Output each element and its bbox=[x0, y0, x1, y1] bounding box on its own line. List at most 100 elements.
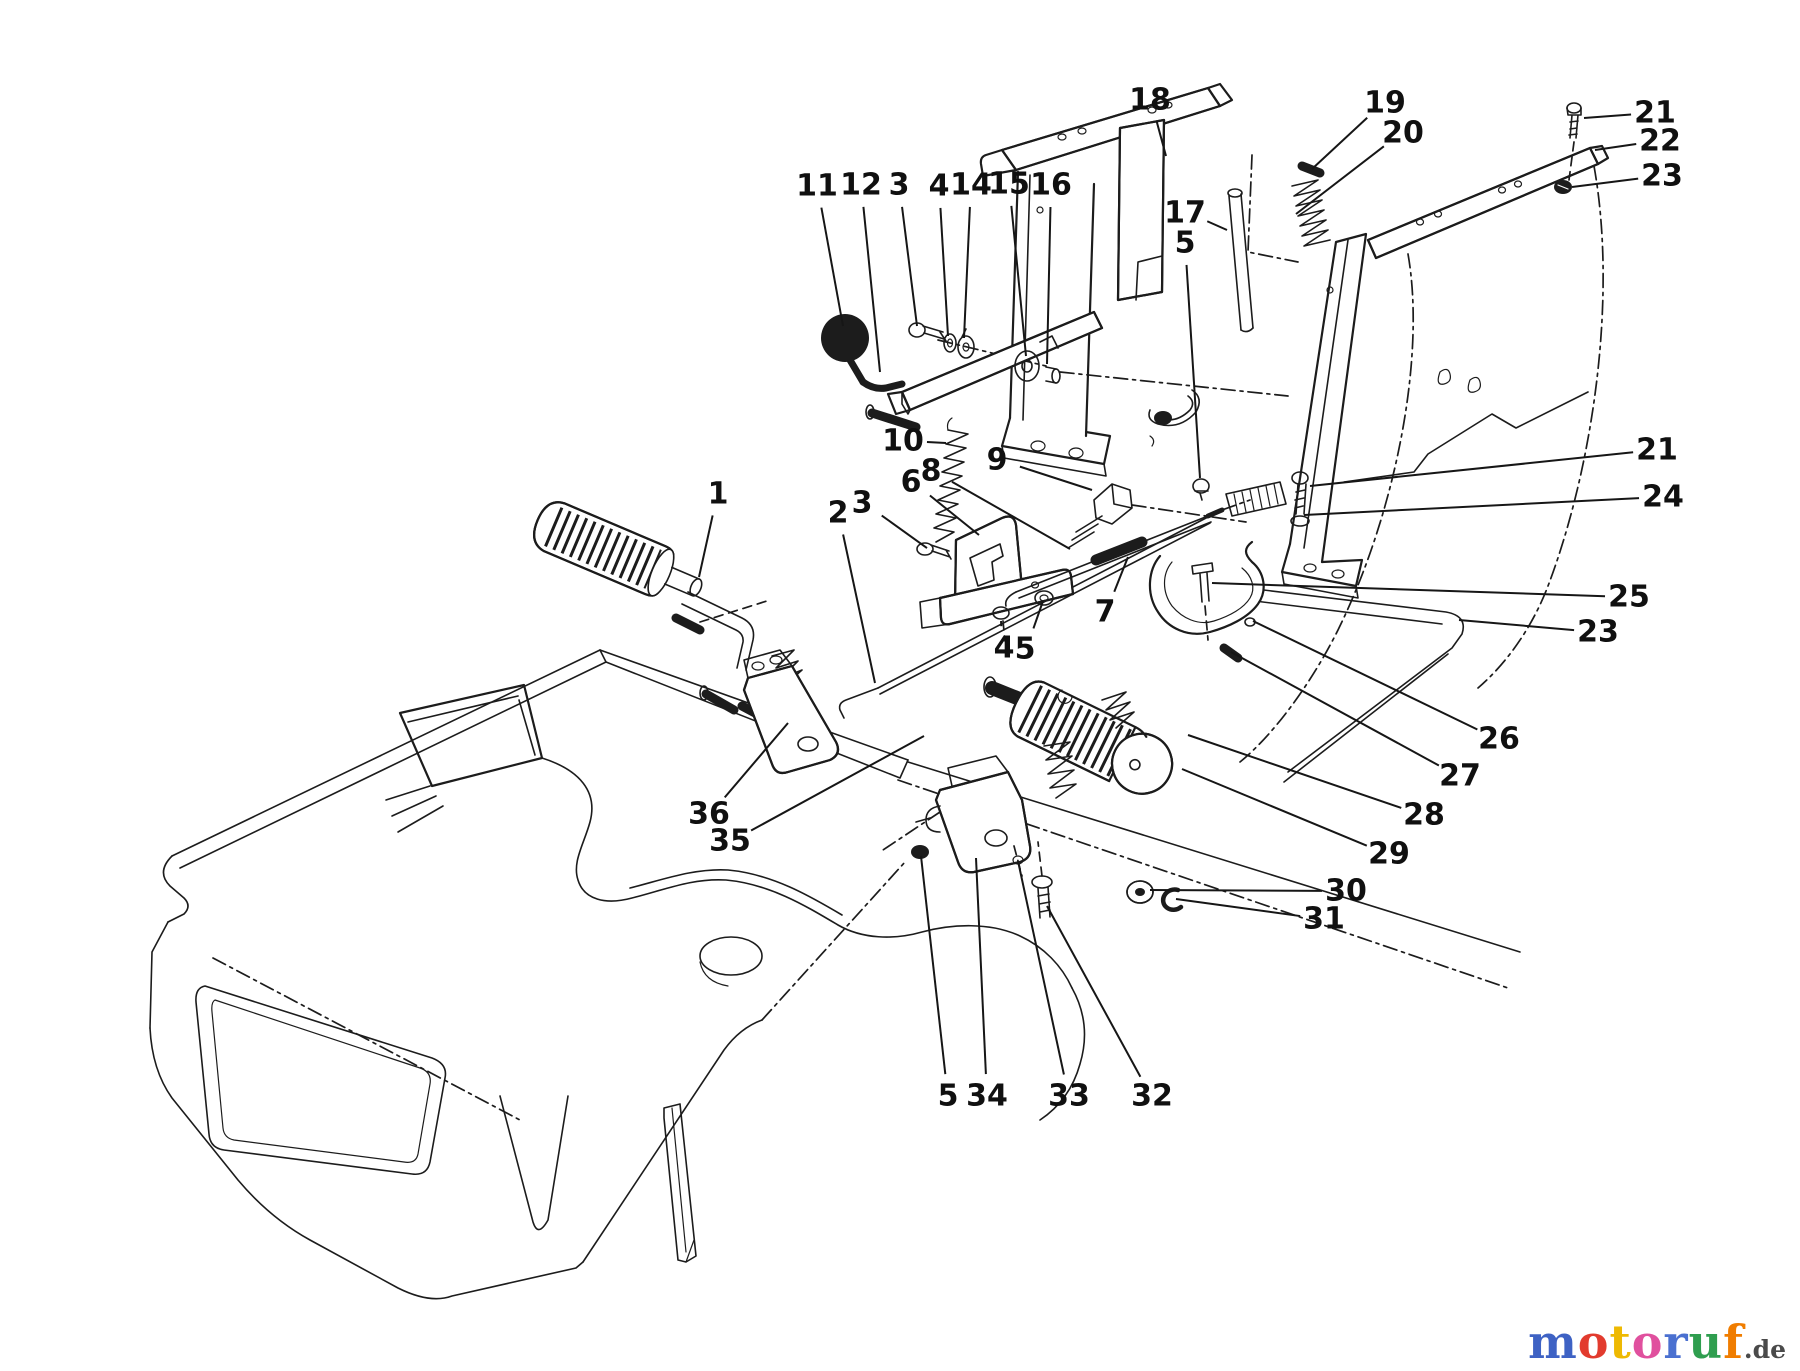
part-number-25: 25 bbox=[1608, 580, 1650, 615]
part-number-15: 15 bbox=[988, 167, 1030, 202]
logo-letter: f bbox=[1723, 1315, 1744, 1369]
leader-line-7 bbox=[1113, 556, 1129, 593]
leader-line-16 bbox=[1046, 206, 1052, 365]
leader-line-27 bbox=[1230, 651, 1440, 767]
leader-line-34 bbox=[975, 857, 987, 1075]
part-number-7: 7 bbox=[1095, 595, 1116, 630]
leader-line-9 bbox=[1019, 465, 1093, 491]
part-number-5: 5 bbox=[1015, 632, 1036, 667]
part-number-21: 21 bbox=[1636, 433, 1678, 468]
part-number-11: 11 bbox=[796, 169, 838, 204]
logo-letter: m bbox=[1528, 1315, 1578, 1369]
leader-line-2 bbox=[842, 534, 876, 684]
leader-line-5 bbox=[920, 855, 947, 1075]
part-number-2: 2 bbox=[828, 496, 849, 531]
leader-line-36 bbox=[723, 722, 789, 799]
part-number-16: 16 bbox=[1030, 168, 1072, 203]
leader-line-5 bbox=[1185, 264, 1201, 479]
part-number-35: 35 bbox=[709, 824, 751, 859]
part-number-6: 6 bbox=[901, 465, 922, 500]
leader-line-5 bbox=[1032, 600, 1044, 629]
part-number-31: 31 bbox=[1303, 902, 1345, 937]
leader-line-3 bbox=[881, 514, 928, 549]
part-number-10: 10 bbox=[882, 424, 924, 459]
leader-line-30 bbox=[1149, 889, 1323, 892]
leader-line-22 bbox=[1594, 143, 1637, 151]
leader-line-28 bbox=[1187, 734, 1402, 809]
part-number-22: 22 bbox=[1639, 124, 1681, 159]
leader-line-31 bbox=[1175, 898, 1301, 918]
part-number-14: 14 bbox=[950, 168, 992, 203]
part-number-5: 5 bbox=[1175, 226, 1196, 261]
leader-line-32 bbox=[1046, 905, 1142, 1078]
leader-line-25 bbox=[1211, 582, 1606, 598]
part-number-33: 33 bbox=[1048, 1079, 1090, 1114]
part-number-8: 8 bbox=[921, 454, 942, 489]
part-number-26: 26 bbox=[1478, 722, 1520, 757]
leader-line-17 bbox=[1206, 220, 1228, 231]
part-number-28: 28 bbox=[1403, 798, 1445, 833]
leader-line-4 bbox=[939, 207, 949, 337]
part-number-4: 4 bbox=[994, 631, 1015, 666]
part-number-21: 21 bbox=[1634, 96, 1676, 131]
leader-line-21 bbox=[1309, 451, 1634, 487]
control-linkage bbox=[699, 389, 1287, 719]
leader-line-18 bbox=[1155, 120, 1167, 157]
leader-line-3 bbox=[901, 206, 918, 327]
leader-line-24 bbox=[1303, 497, 1640, 516]
shift-lever-assembly bbox=[821, 310, 1289, 543]
logo-letter: u bbox=[1688, 1315, 1724, 1369]
leader-line-14 bbox=[963, 206, 971, 339]
part-number-27: 27 bbox=[1439, 759, 1481, 794]
diagram-artwork bbox=[149, 82, 1610, 1300]
part-number-23: 23 bbox=[1577, 615, 1619, 650]
part-number-23: 23 bbox=[1641, 159, 1683, 194]
leader-line-23 bbox=[1458, 619, 1575, 632]
logo-letter: o bbox=[1631, 1315, 1664, 1369]
leader-line-33 bbox=[1017, 860, 1065, 1075]
leader-line-8 bbox=[951, 480, 1071, 550]
pedal-assembly bbox=[532, 501, 840, 775]
motoruf-logo[interactable]: motoruf.de bbox=[1528, 1319, 1786, 1365]
leader-line-35 bbox=[750, 735, 925, 832]
leader-line-26 bbox=[1252, 620, 1478, 731]
leader-line-11 bbox=[820, 207, 844, 327]
leader-line-21 bbox=[1583, 113, 1632, 119]
logo-letter: o bbox=[1577, 1315, 1610, 1369]
part-number-3: 3 bbox=[889, 168, 910, 203]
logo-letter: t bbox=[1609, 1315, 1632, 1369]
leader-line-29 bbox=[1181, 768, 1368, 847]
part-number-32: 32 bbox=[1131, 1079, 1173, 1114]
part-number-18: 18 bbox=[1129, 83, 1171, 118]
part-number-19: 19 bbox=[1364, 86, 1406, 121]
part-number-29: 29 bbox=[1368, 837, 1410, 872]
leader-line-23 bbox=[1571, 177, 1639, 188]
part-number-3: 3 bbox=[852, 486, 873, 521]
leader-line-12 bbox=[862, 206, 881, 373]
part-number-36: 36 bbox=[688, 797, 730, 832]
leader-line-10 bbox=[926, 441, 947, 444]
part-number-12: 12 bbox=[840, 168, 882, 203]
leader-line-6 bbox=[929, 494, 980, 536]
part-number-9: 9 bbox=[987, 443, 1008, 478]
part-number-1: 1 bbox=[708, 477, 729, 512]
logo-suffix: .de bbox=[1743, 1335, 1786, 1364]
hidden-fender-outline bbox=[1239, 165, 1604, 763]
part-number-30: 30 bbox=[1325, 874, 1367, 909]
logo-letter: r bbox=[1663, 1315, 1689, 1369]
part-number-17: 17 bbox=[1164, 196, 1206, 231]
leader-line-20 bbox=[1295, 145, 1385, 215]
part-number-34: 34 bbox=[966, 1079, 1008, 1114]
part-number-4: 4 bbox=[929, 169, 950, 204]
shift-knob bbox=[821, 314, 869, 362]
leader-line-15 bbox=[1010, 205, 1027, 357]
part-number-20: 20 bbox=[1382, 116, 1424, 151]
footrest-assembly bbox=[911, 676, 1184, 919]
seat-support-frame bbox=[979, 82, 1610, 783]
leader-line-19 bbox=[1311, 117, 1368, 170]
part-number-24: 24 bbox=[1642, 480, 1684, 515]
leader-line-1 bbox=[698, 515, 714, 578]
